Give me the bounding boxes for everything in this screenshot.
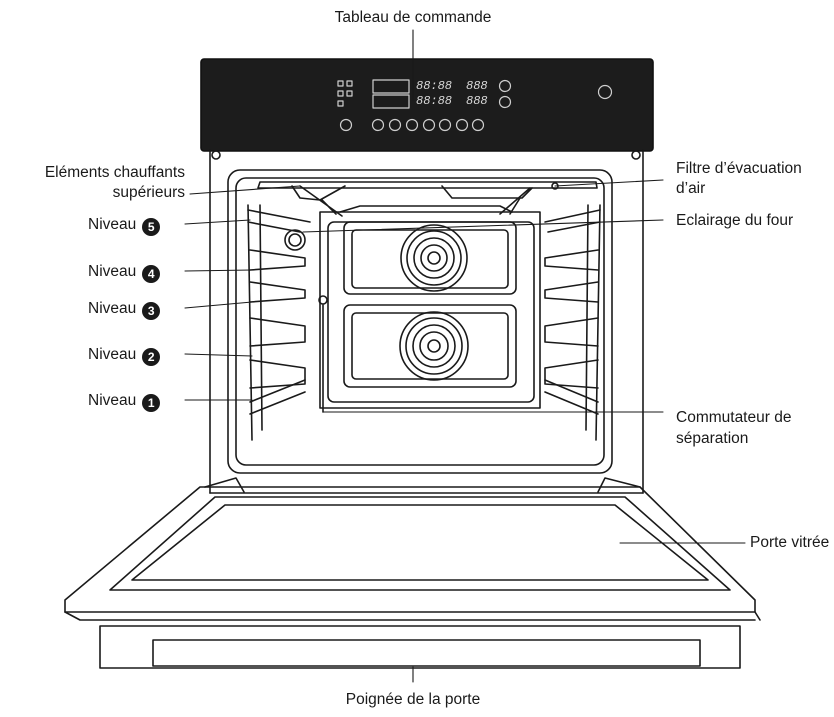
label-level-2: Niveau 2 (88, 345, 161, 366)
left-rack-rails (247, 204, 311, 441)
level-3-text: Niveau (88, 300, 137, 317)
display-time-top: 88:88 (416, 79, 453, 93)
oven-cavity-outer (227, 169, 613, 474)
oven-cavity-inner (235, 177, 605, 466)
display-temp-top: 888 (466, 79, 488, 93)
display-temp-bottom: 888 (466, 94, 488, 108)
label-oven-light: Eclairage du four (676, 212, 794, 229)
label-top-heating-line2: supérieurs (112, 184, 185, 201)
label-level-5: Niveau 5 (88, 215, 161, 236)
door-handle (99, 625, 741, 669)
level-2-number: 2 (142, 348, 161, 366)
label-level-3: Niveau 3 (88, 299, 161, 320)
upper-compartment (343, 221, 517, 295)
back-wall (319, 211, 541, 409)
lower-compartment (343, 304, 517, 388)
level-5-number: 5 (142, 218, 161, 236)
label-level-1: Niveau 1 (88, 391, 161, 412)
label-divider-switch-line2: séparation (676, 430, 749, 447)
oven-body (209, 149, 644, 494)
display-time-bottom: 88:88 (416, 94, 453, 108)
level-2-text: Niveau (88, 346, 137, 363)
label-air-filter-line1: Filtre d’évacuation (676, 160, 802, 177)
divider-switch (318, 295, 328, 305)
level-3-number: 3 (142, 302, 161, 320)
label-divider-switch-line1: Commutateur de (676, 409, 792, 426)
level-4-text: Niveau (88, 263, 137, 280)
level-1-text: Niveau (88, 392, 137, 409)
lower-fan (399, 311, 469, 381)
label-level-4: Niveau 4 (88, 262, 161, 283)
label-top-heating-line1: Eléments chauffants (44, 164, 185, 181)
oven-door (64, 477, 761, 621)
oven-light (284, 229, 306, 251)
label-glass-door: Porte vitrée (750, 534, 830, 551)
level-4-number: 4 (142, 265, 161, 283)
label-control-panel: Tableau de commande (334, 9, 492, 26)
level-1-number: 1 (142, 394, 161, 412)
leader-lines (184, 29, 746, 683)
right-rack-rails (544, 204, 601, 441)
level-5-text: Niveau (88, 216, 137, 233)
label-door-handle: Poignée de la porte (345, 691, 481, 708)
label-air-filter-line2: d’air (676, 180, 706, 197)
top-heating-elements (257, 181, 598, 217)
control-panel (200, 58, 654, 152)
control-panel-buttons (337, 79, 613, 132)
upper-fan (400, 224, 468, 292)
